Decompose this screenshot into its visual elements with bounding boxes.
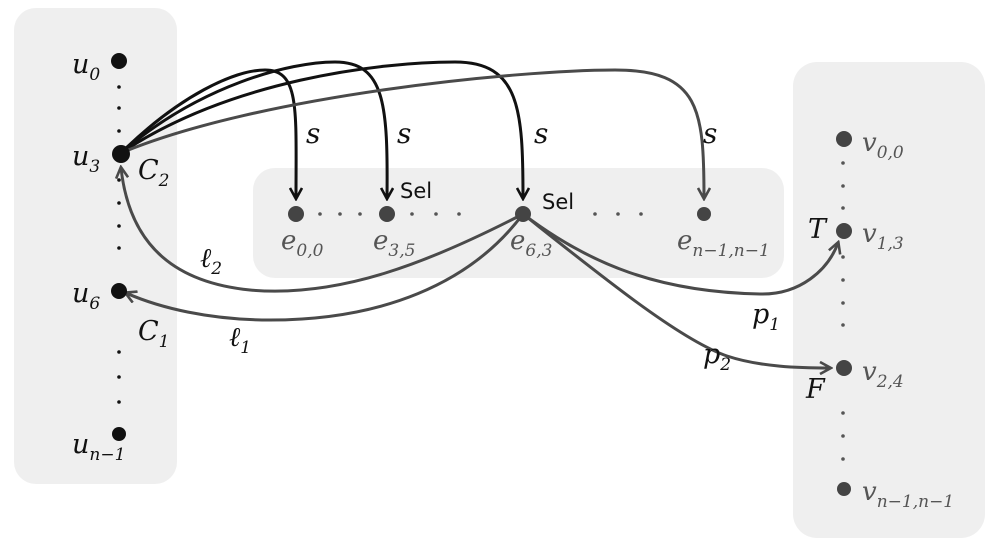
edge-p2 bbox=[522, 212, 830, 368]
label-s4: s bbox=[703, 117, 717, 150]
edge-u3-en bbox=[120, 68, 704, 198]
label-s2: s bbox=[397, 117, 411, 150]
label-e00: e0,0 bbox=[281, 226, 324, 261]
node-vn bbox=[837, 482, 851, 496]
label-en: en−1,n−1 bbox=[677, 226, 770, 261]
edge-p1 bbox=[522, 212, 838, 296]
node-en bbox=[697, 207, 711, 221]
label-un1: un−1 bbox=[72, 429, 125, 465]
edge-l2 bbox=[121, 168, 524, 293]
node-e00 bbox=[288, 206, 304, 222]
node-v24 bbox=[836, 360, 852, 376]
node-v13 bbox=[836, 223, 852, 239]
node-e63 bbox=[515, 206, 531, 222]
edge-u3-e63 bbox=[120, 60, 523, 198]
label-l1: ℓ1 bbox=[229, 322, 251, 358]
middle-ellipsis bbox=[318, 212, 643, 216]
right-ellipsis bbox=[841, 161, 845, 461]
node-e35 bbox=[379, 206, 395, 222]
node-u6 bbox=[111, 283, 127, 299]
label-p1: p1 bbox=[752, 299, 780, 335]
label-u6: u6 bbox=[72, 278, 100, 314]
label-v00: v0,0 bbox=[862, 128, 904, 163]
label-u3: u3 bbox=[72, 141, 100, 177]
node-u3 bbox=[112, 145, 130, 163]
right-panel bbox=[793, 62, 985, 538]
label-e35: e3,5 bbox=[373, 226, 415, 261]
label-c1: C1 bbox=[138, 316, 170, 352]
node-un1 bbox=[112, 427, 126, 441]
label-v13: v1,3 bbox=[862, 219, 904, 254]
label-sel-a: Sel bbox=[400, 179, 432, 203]
edge-u3-e35 bbox=[120, 60, 387, 198]
label-l2: ℓ2 bbox=[200, 243, 222, 279]
label-s3: s bbox=[534, 117, 548, 150]
label-c2: C2 bbox=[138, 155, 170, 191]
label-vn: vn−1,n−1 bbox=[862, 477, 954, 512]
s-edges bbox=[119, 60, 523, 198]
node-v00 bbox=[836, 131, 852, 147]
label-p2: p2 bbox=[703, 339, 731, 375]
left-ellipsis bbox=[117, 85, 121, 404]
e63-edges bbox=[121, 168, 838, 368]
label-e63: e6,3 bbox=[510, 226, 552, 261]
label-v24: v2,4 bbox=[862, 357, 904, 392]
label-s1: s bbox=[306, 117, 320, 150]
label-sel-b: Sel bbox=[542, 190, 574, 214]
edge-l1 bbox=[126, 213, 525, 322]
label-u0: u0 bbox=[72, 49, 100, 85]
label-t: T bbox=[808, 214, 828, 245]
edge-u3-e00 bbox=[119, 68, 296, 198]
node-u0 bbox=[111, 53, 127, 69]
label-f: F bbox=[805, 374, 826, 405]
left-panel bbox=[14, 8, 177, 484]
